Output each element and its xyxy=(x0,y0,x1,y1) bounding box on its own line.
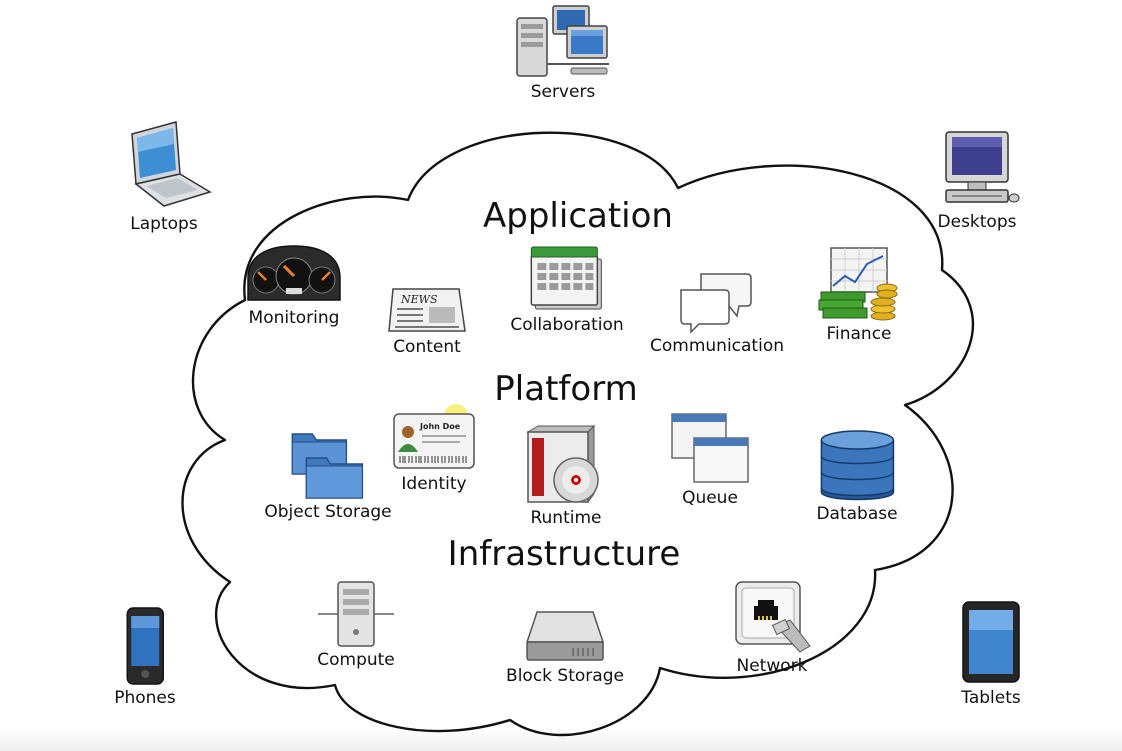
block-storage-label: Block Storage xyxy=(506,666,624,686)
monitoring-label: Monitoring xyxy=(248,308,340,328)
tablet-icon xyxy=(962,601,1020,683)
laptops-label: Laptops xyxy=(130,214,198,234)
phones-label: Phones xyxy=(114,688,176,708)
speech-bubbles-icon xyxy=(680,273,752,334)
queue-node: Queue xyxy=(668,412,752,508)
servers-node: Servers xyxy=(513,4,613,102)
database-node: Database xyxy=(816,428,898,524)
finance-node: Finance xyxy=(817,246,901,344)
object-storage-label: Object Storage xyxy=(264,502,392,522)
newspaper-icon: NEWS xyxy=(388,288,466,332)
laptops-node: Laptops xyxy=(114,120,214,234)
queue-label: Queue xyxy=(682,488,738,508)
phones-node: Phones xyxy=(114,606,176,708)
finance-chart-money-icon xyxy=(818,247,898,321)
object-storage-node: Object Storage xyxy=(264,428,392,522)
desktops-node: Desktops xyxy=(932,130,1022,232)
identity-node: John Doe Identity xyxy=(386,400,482,494)
communication-label: Communication xyxy=(650,336,784,356)
desktop-computer-icon xyxy=(945,131,1020,203)
id-card-name-text: John Doe xyxy=(419,422,461,431)
dashboard-gauge-icon xyxy=(247,245,341,301)
network-label: Network xyxy=(736,656,808,676)
database-label: Database xyxy=(816,504,898,524)
compute-node: Compute xyxy=(316,580,396,670)
monitoring-node: Monitoring xyxy=(244,244,344,328)
servers-label: Servers xyxy=(530,82,596,102)
collaboration-label: Collaboration xyxy=(510,315,624,335)
server-tower-icon xyxy=(318,581,394,647)
section-title-infrastructure: Infrastructure xyxy=(447,534,681,574)
calendar-icon xyxy=(530,246,602,310)
compute-label: Compute xyxy=(317,650,395,670)
network-port-icon xyxy=(735,581,811,653)
section-title-platform: Platform xyxy=(494,369,638,409)
hard-drive-icon xyxy=(525,611,605,661)
tablets-node: Tablets xyxy=(959,600,1023,708)
stacked-windows-icon xyxy=(671,413,749,483)
content-node: NEWS Content xyxy=(387,285,467,357)
servers-icon xyxy=(516,5,609,77)
newspaper-icon-text: NEWS xyxy=(400,293,438,306)
collaboration-node: Collaboration xyxy=(510,245,624,335)
laptop-icon xyxy=(131,121,212,207)
software-box-disc-icon xyxy=(526,424,599,504)
block-storage-node: Block Storage xyxy=(506,608,624,686)
section-title-application: Application xyxy=(483,196,673,236)
runtime-label: Runtime xyxy=(530,508,602,528)
communication-node: Communication xyxy=(650,270,784,356)
folders-icon xyxy=(291,433,363,499)
identity-label: Identity xyxy=(401,474,467,494)
content-label: Content xyxy=(393,337,461,357)
tablets-label: Tablets xyxy=(961,688,1021,708)
smartphone-icon xyxy=(126,607,164,685)
runtime-node: Runtime xyxy=(524,424,608,528)
network-node: Network xyxy=(730,580,814,676)
id-card-icon: John Doe xyxy=(393,404,475,469)
database-cylinder-icon xyxy=(820,430,894,501)
desktops-label: Desktops xyxy=(937,212,1017,232)
finance-label: Finance xyxy=(826,324,892,344)
